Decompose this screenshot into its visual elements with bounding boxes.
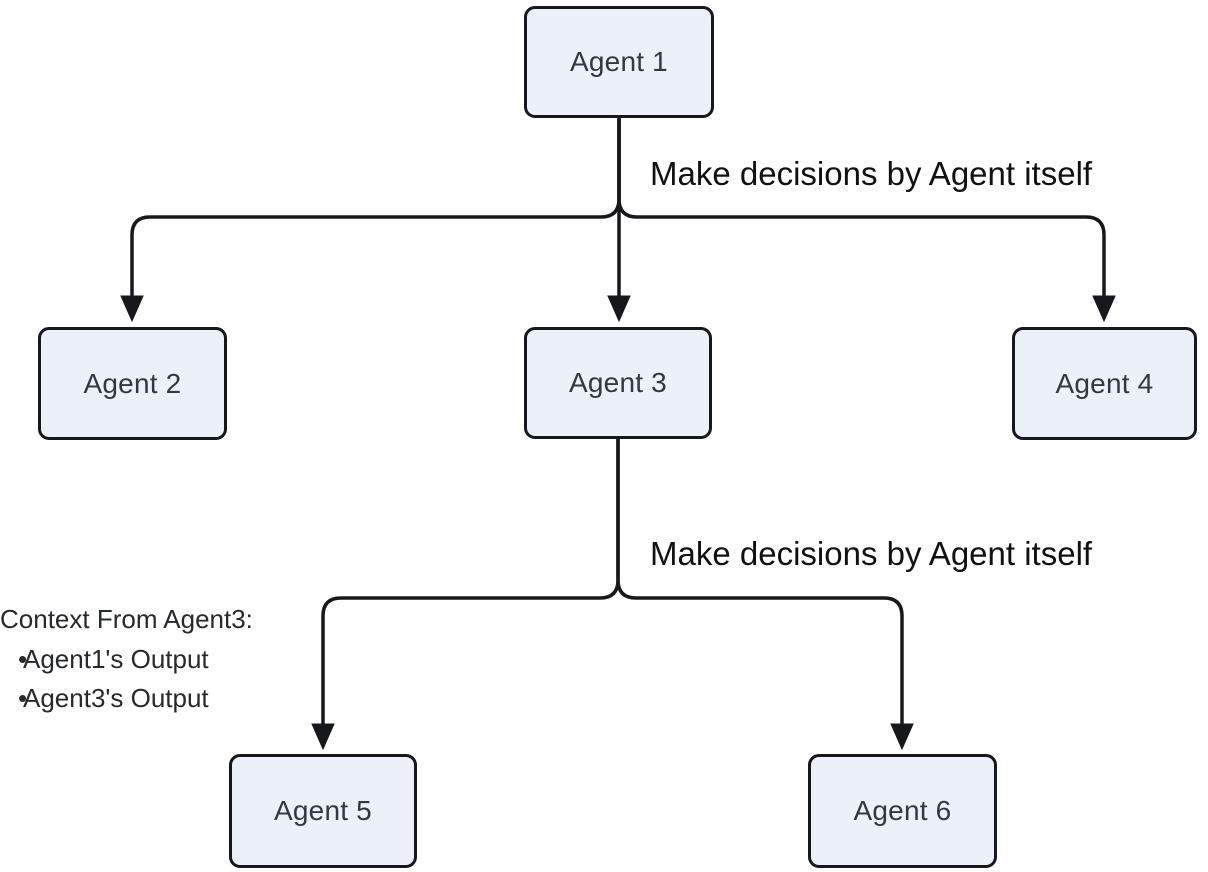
- context-note-item-text: Agent3's Output: [23, 683, 209, 713]
- node-agent-4-label: Agent 4: [1055, 367, 1154, 399]
- node-agent-6-label: Agent 6: [853, 795, 952, 826]
- arrowhead-agent6: [890, 723, 914, 751]
- context-note-item-text: Agent1's Output: [23, 644, 209, 674]
- arrowhead-agent4: [1092, 295, 1116, 323]
- node-agent-3: Agent 3: [524, 327, 712, 439]
- node-agent-3-label: Agent 3: [569, 367, 667, 398]
- node-agent-1-label: Agent 1: [570, 46, 668, 77]
- context-note-list: • Agent1's Output • Agent3's Output: [0, 640, 253, 718]
- bullet-icon: •: [18, 644, 28, 674]
- arrowhead-agent2: [120, 295, 144, 323]
- context-note-item: • Agent1's Output: [0, 640, 253, 679]
- bullet-icon: •: [18, 683, 28, 713]
- context-note-title: Context From Agent3:: [0, 604, 253, 634]
- node-agent-2: Agent 2: [38, 327, 227, 440]
- edge-agent3-agent5: [321, 439, 620, 725]
- node-agent-5: Agent 5: [229, 754, 417, 868]
- node-agent-2-label: Agent 2: [83, 367, 182, 399]
- edge-label-agent1-decision: Make decisions by Agent itself: [646, 154, 1097, 194]
- node-agent-4: Agent 4: [1012, 327, 1197, 440]
- context-note: Context From Agent3: • Agent1's Output •…: [0, 601, 253, 718]
- node-agent-6: Agent 6: [808, 754, 997, 868]
- context-note-item: • Agent3's Output: [0, 679, 253, 718]
- edge-agent3-agent6: [616, 439, 904, 725]
- edge-agent1-agent2: [130, 118, 621, 297]
- node-agent-5-label: Agent 5: [274, 795, 372, 826]
- arrowhead-agent3: [607, 295, 631, 323]
- arrowhead-agent5: [311, 723, 335, 751]
- edge-label-agent3-decision: Make decisions by Agent itself: [646, 534, 1097, 574]
- edge-agent1-agent4: [617, 118, 1106, 297]
- node-agent-1: Agent 1: [524, 6, 714, 118]
